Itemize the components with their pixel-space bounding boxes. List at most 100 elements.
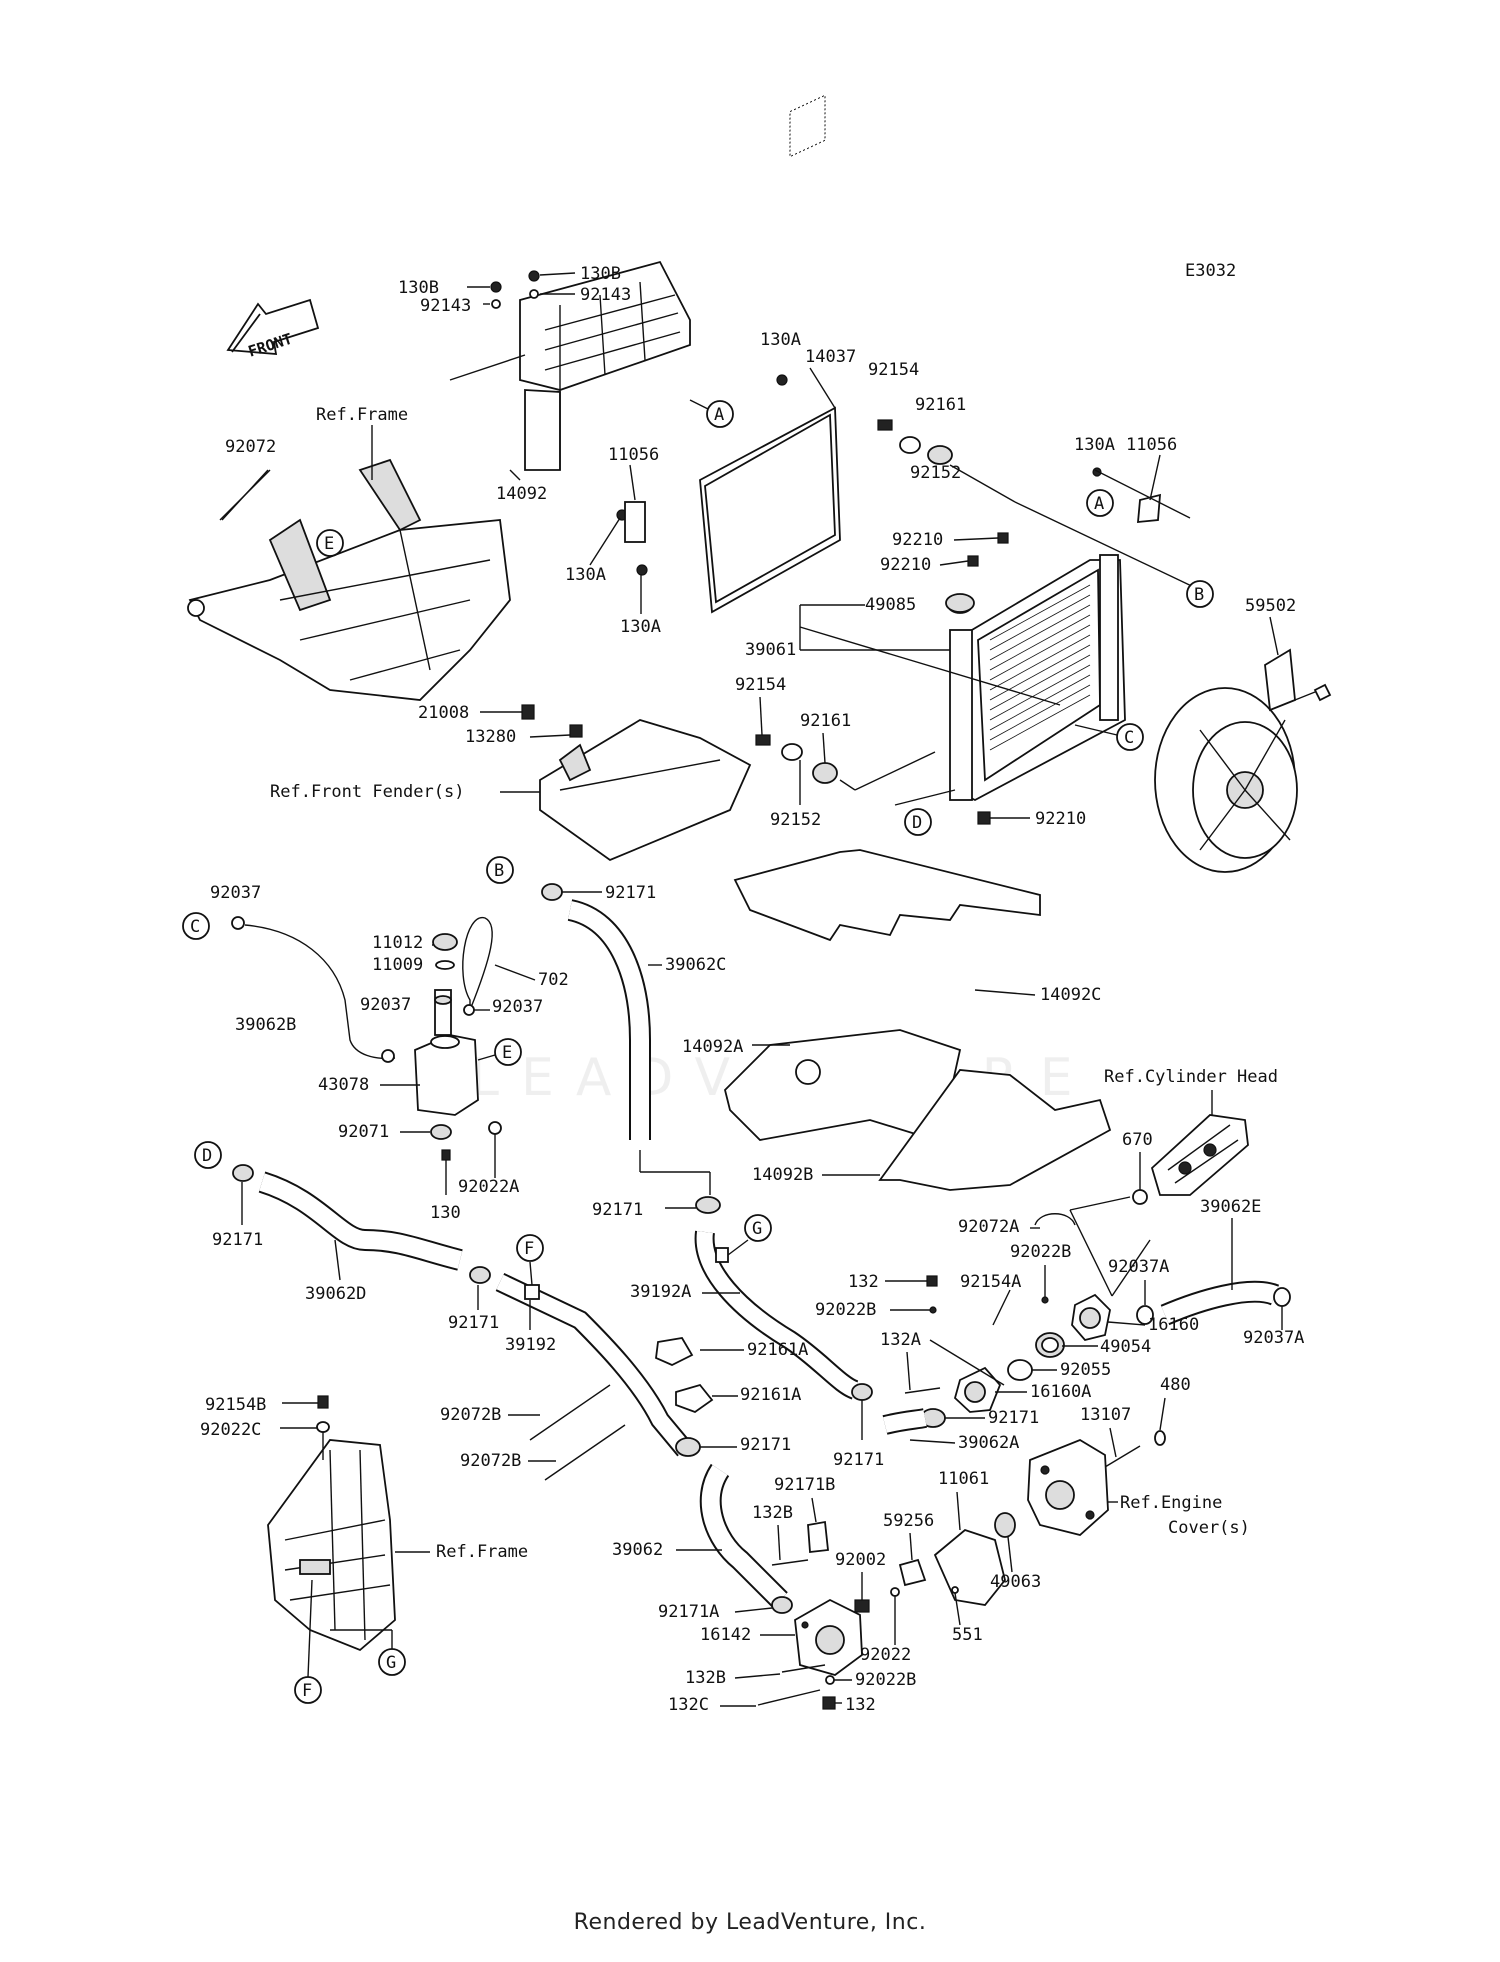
label-92171: 92171 [605,883,656,903]
label-16160A: 16160A [1030,1382,1091,1402]
label-39062: 39062 [612,1540,663,1560]
label-702: 702 [538,970,569,990]
label-11061: 11061 [938,1469,989,1489]
ref-frame-bottom: Ref.Frame [436,1542,528,1562]
water-pump-cover-part [794,1598,863,1676]
label-132B: 132B [685,1668,726,1688]
label-13280: 13280 [465,727,516,747]
label-132C: 132C [668,1695,709,1715]
callout-E: E [324,534,334,554]
label-16142: 16142 [700,1625,751,1645]
label-130B: 130B [398,278,439,298]
label-92161: 92161 [915,395,966,415]
label-21008: 21008 [418,703,469,723]
label-14092B: 14092B [752,1165,813,1185]
label-14037: 14037 [805,347,856,367]
callout-F: F [524,1239,534,1259]
label-92210: 92210 [1035,809,1086,829]
frame-lower-reference-part [267,1439,396,1652]
callout-G: G [752,1219,762,1239]
label-11056: 11056 [1126,435,1177,455]
label-130B: 130B [580,264,621,284]
label-92072B: 92072B [440,1405,501,1425]
callout-E: E [502,1043,512,1063]
label-39062D: 39062D [305,1284,366,1304]
label-132B: 132B [752,1503,793,1523]
callout-B: B [494,861,504,881]
callout-A: A [714,405,724,425]
label-92171: 92171 [212,1230,263,1250]
callout-D: D [912,813,922,833]
cooling-fan-part [1154,648,1332,873]
label-92022B: 92022B [855,1670,916,1690]
label-14092C: 14092C [1040,985,1101,1005]
skid-plate-14092B [878,1069,1112,1191]
thermostat-cover-part [953,1366,1002,1413]
label-92022B: 92022B [1010,1242,1071,1262]
label-39061: 39061 [745,640,796,660]
label-132: 132 [845,1695,876,1715]
label-130A: 130A [760,330,801,350]
label-92072B: 92072B [460,1451,521,1471]
label-49054: 49054 [1100,1337,1151,1357]
label-11012: 11012 [372,933,423,953]
label-92171: 92171 [592,1200,643,1220]
label-92154A: 92154A [960,1272,1021,1292]
skid-plate-14092C [733,849,1041,942]
callout-C: C [190,917,200,937]
label-92161A: 92161A [740,1385,801,1405]
label-132A: 132A [880,1330,921,1350]
skid-plate-14092A [724,1029,962,1142]
radiator-screen-part [616,94,841,614]
front-arrow-icon: FRONT [226,298,320,361]
label-92210: 92210 [892,530,943,550]
label-480: 480 [1160,1375,1191,1395]
callout-C: C [1124,728,1134,748]
label-14092A: 14092A [682,1037,743,1057]
label-59256: 59256 [883,1511,934,1531]
label-92154B: 92154B [205,1395,266,1415]
label-92210: 92210 [880,555,931,575]
label-551: 551 [952,1625,983,1645]
label-92171: 92171 [988,1408,1039,1428]
label-13107: 13107 [1080,1405,1131,1425]
footer-text: Rendered by LeadVenture, Inc. [573,1910,927,1935]
label-39192A: 39192A [630,1282,691,1302]
callout-F: F [302,1681,312,1701]
callout-A: A [1094,494,1104,514]
label-92171A: 92171A [658,1602,719,1622]
label-14092: 14092 [496,484,547,504]
label-130A: 130A [620,617,661,637]
label-92037: 92037 [492,997,543,1017]
label-92143: 92143 [580,285,631,305]
label-92037: 92037 [210,883,261,903]
label-39062E: 39062E [1200,1197,1261,1217]
label-92171B: 92171B [774,1475,835,1495]
label-49063: 49063 [990,1572,1041,1592]
label-92171: 92171 [833,1450,884,1470]
label-92154: 92154 [868,360,919,380]
coolant-reservoir-part [414,989,479,1116]
cylinder-head-reference-part [1150,1114,1249,1196]
ref-engine-1: Ref.Engine [1120,1493,1222,1513]
label-92143: 92143 [420,296,471,316]
label-39062B: 39062B [235,1015,296,1035]
label-39192: 39192 [505,1335,556,1355]
label-49085: 49085 [865,595,916,615]
label-16160: 16160 [1148,1315,1199,1335]
label-130: 130 [430,1203,461,1223]
label-92022A: 92022A [458,1177,519,1197]
label-92152: 92152 [910,463,961,483]
label-11056: 11056 [608,445,659,465]
label-92161: 92161 [800,711,851,731]
diagram-code: E3032 [1185,261,1236,281]
label-92037A: 92037A [1243,1328,1304,1348]
label-92022C: 92022C [200,1420,261,1440]
ref-engine-2: Cover(s) [1168,1518,1250,1538]
label-92055: 92055 [1060,1360,1111,1380]
label-92072: 92072 [225,437,276,457]
label-92071: 92071 [338,1122,389,1142]
label-92154: 92154 [735,675,786,695]
thermostat-housing-part [1035,1293,1111,1358]
label-132: 132 [848,1272,879,1292]
